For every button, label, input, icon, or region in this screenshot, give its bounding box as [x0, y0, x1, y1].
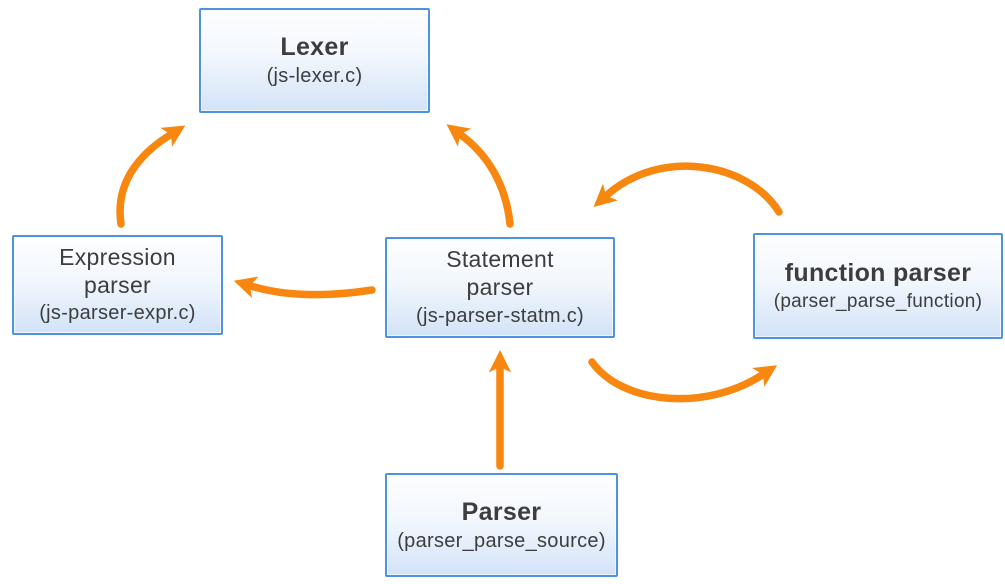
node-statement-parser-title: Statement parser — [446, 246, 554, 300]
node-function-parser-title: function parser — [784, 259, 972, 288]
node-function-parser-subtitle: (parser_parse_function) — [773, 291, 983, 313]
arrow-statement-parser-to-expression-parser — [233, 276, 376, 299]
node-lexer: Lexer (js-lexer.c) — [199, 8, 430, 113]
node-statement-parser: Statement parser (js-parser-statm.c) — [385, 237, 615, 338]
arrow-function-parser-to-statement-parser — [593, 162, 783, 216]
arrow-expression-parser-to-lexer — [116, 125, 186, 228]
node-lexer-title: Lexer — [280, 33, 349, 61]
node-expression-parser-title: Expression parser — [59, 243, 176, 298]
node-parser: Parser (parser_parse_source) — [385, 473, 618, 577]
node-statement-parser-subtitle: (js-parser-statm.c) — [416, 304, 584, 327]
node-expression-parser: Expression parser (js-parser-expr.c) — [12, 235, 223, 335]
node-lexer-subtitle: (js-lexer.c) — [266, 65, 363, 87]
node-parser-title: Parser — [461, 497, 542, 526]
node-parser-subtitle: (parser_parse_source) — [397, 529, 606, 552]
node-expression-parser-subtitle: (js-parser-expr.c) — [39, 302, 196, 325]
arrow-statement-parser-to-lexer — [446, 124, 514, 228]
arrow-statement-parser-to-function-parser — [588, 358, 778, 403]
node-function-parser: function parser (parser_parse_function) — [753, 233, 1003, 339]
